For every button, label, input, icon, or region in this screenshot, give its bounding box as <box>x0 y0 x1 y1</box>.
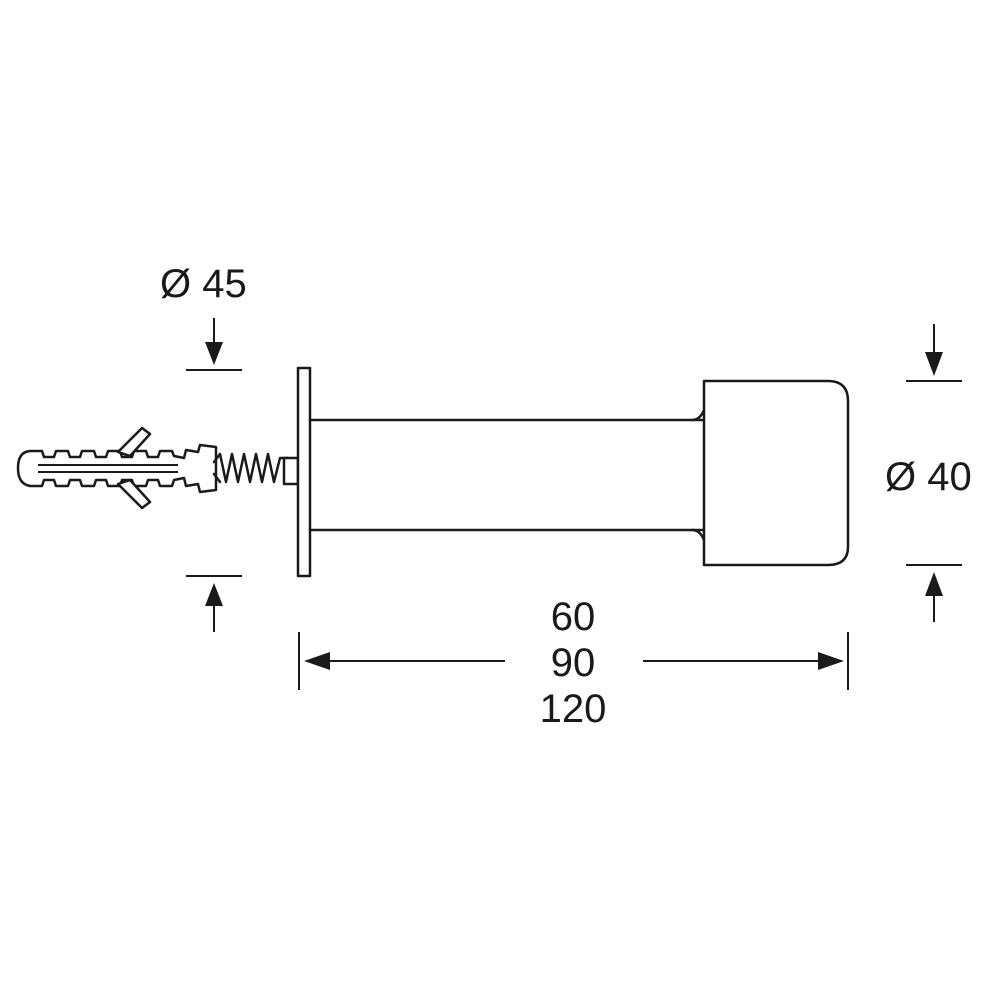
arrow-up-icon <box>925 572 943 596</box>
screw <box>212 452 300 486</box>
buffer-diameter-dimension: Ø 40 <box>885 324 972 622</box>
arrow-up-icon <box>205 583 223 606</box>
length-option-90: 90 <box>551 641 596 685</box>
arrow-down-icon <box>205 342 223 365</box>
base-plate <box>296 366 312 578</box>
plate-diameter-dimension: Ø 45 <box>160 262 247 632</box>
arrow-down-icon <box>925 352 943 376</box>
rubber-buffer <box>702 379 850 567</box>
length-option-60: 60 <box>551 595 596 639</box>
plate-diameter-label: Ø 45 <box>160 262 247 306</box>
arrow-right-icon <box>818 652 844 670</box>
tube-body <box>308 408 706 542</box>
arrow-left-icon <box>304 652 330 670</box>
length-option-120: 120 <box>540 687 607 731</box>
buffer-diameter-label: Ø 40 <box>885 455 972 499</box>
length-dimension: 60 90 120 <box>298 595 849 731</box>
wall-plug <box>16 426 218 510</box>
